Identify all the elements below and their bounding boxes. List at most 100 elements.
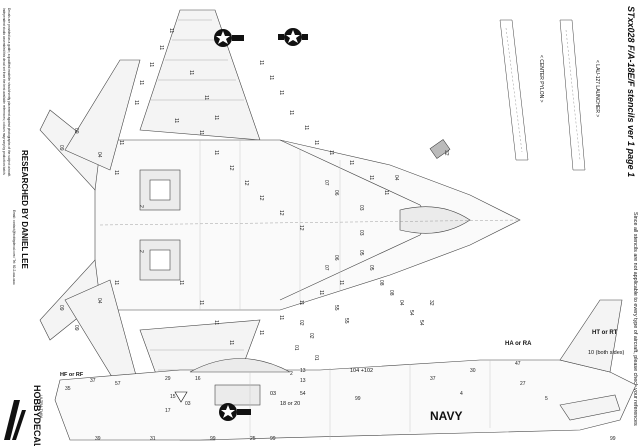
side-stencil-number: 35: [65, 386, 71, 392]
stencil-number: 11: [228, 340, 234, 345]
stencil-number: 11: [113, 170, 119, 175]
center-pylon-label: < CENTER PYLON >: [538, 55, 544, 103]
stencil-number: 11: [213, 320, 219, 325]
stencil-number: 55: [343, 318, 349, 324]
stencil-number: 08: [378, 280, 384, 286]
stencil-number: 05: [368, 265, 374, 271]
side-stencil-number: 57: [115, 381, 121, 387]
stencil-number: 02: [298, 320, 304, 326]
fine-print-1: Independent studio assembled this decal …: [2, 8, 6, 175]
stencil-number: 54: [418, 320, 424, 326]
left-credits: RESEARCHED BY DANIEL LEE Independent stu…: [2, 8, 29, 285]
side-stencil-number: 4: [460, 391, 463, 397]
side-stencil-number: 17: [165, 408, 171, 414]
stencil-number: 06: [333, 255, 339, 261]
hatched-panel: [429, 139, 451, 159]
side-stencil-number: 03: [185, 401, 191, 407]
stencil-number: 01: [293, 345, 299, 351]
side-stencil-number: 13: [300, 368, 306, 374]
stencil-number: 11: [173, 118, 179, 123]
stencil-number: 07: [323, 180, 329, 186]
side-stencil-number: 99: [270, 436, 276, 442]
brand-mark-icon: [4, 400, 20, 440]
stencil-number: 11: [168, 28, 174, 33]
stencil-number: 11: [318, 290, 324, 295]
callout-ht-rt: HT or RT: [592, 330, 618, 336]
stencil-number: 32: [428, 300, 434, 306]
side-stencil-number: 25: [250, 436, 256, 442]
stencil-number: 11: [198, 130, 204, 135]
stencil-number: 04: [398, 300, 404, 306]
stencil-number: 11: [268, 75, 274, 80]
side-stencil-number: 99: [610, 436, 616, 442]
stencil-number: 09: [73, 325, 79, 331]
stencil-number: 11: [348, 160, 354, 165]
stencil-number: 12: [278, 210, 284, 216]
brand-logo: HOBBYDECAL ULTRA THIN: [4, 385, 44, 446]
side-stencil-number: 29: [165, 376, 171, 382]
stencil-number: 08: [388, 290, 394, 296]
side-stencil-number: 99: [210, 436, 216, 442]
stencil-number: 05: [358, 250, 364, 256]
stencil-number: 11: [213, 115, 219, 120]
stencil-number: 11: [278, 90, 284, 95]
stencil-number: 11: [198, 300, 204, 305]
side-stencil-number: 2: [290, 371, 293, 377]
stencil-number: 11: [303, 125, 309, 130]
stencil-number: 11: [278, 315, 284, 320]
lau-launcher-label: < LAU-127 LAUNCHER >: [594, 60, 600, 117]
callout-ha-ra: HA or RA: [505, 341, 532, 347]
stencil-number: 11: [118, 140, 124, 145]
stencil-number: 55: [333, 305, 339, 311]
callout-03: 03: [270, 391, 276, 397]
side-stencil-number: 30: [470, 368, 476, 374]
stencil-number: 11: [178, 280, 184, 285]
stencil-number: 02: [308, 333, 314, 339]
stencil-number: 11: [338, 280, 344, 285]
stencil-number: 54: [408, 310, 414, 316]
stencil-number: 11: [298, 300, 304, 305]
stencil-number: 04: [393, 175, 399, 181]
sheet-header: STxx028 F/A-18E/F stencils ver 1 page 1 …: [626, 6, 638, 426]
stencil-number: 11: [313, 140, 319, 145]
side-stencil-number: 13: [300, 378, 306, 384]
callout-both-sides: 10 (both sides): [588, 350, 625, 356]
stencil-number: 11: [383, 190, 389, 195]
stencil-number: 11: [258, 330, 264, 335]
star-roundel-lower: [278, 28, 308, 46]
stencil-number: 11: [288, 110, 294, 115]
lau-launcher-detail: < LAU-127 LAUNCHER >: [559, 19, 600, 171]
side-stencil-number: 37: [430, 376, 436, 382]
side-stencil-number: 5: [545, 396, 548, 402]
stencil-number: 12: [243, 180, 249, 186]
stencil-number: 11: [258, 60, 264, 65]
side-stencil-number: 37: [90, 378, 96, 384]
side-stencil-number: 39: [95, 436, 101, 442]
stencil-number: 01: [313, 355, 319, 361]
side-callouts: HA or RA HT or RT 10 (both sides) HF or …: [60, 330, 625, 407]
side-stencil-number: 27: [520, 381, 526, 387]
side-stencil-number: 16: [195, 376, 201, 382]
stencil-number: 11: [368, 175, 374, 180]
stencil-number: 04: [96, 152, 102, 158]
callout-hf-rf: HF or RF: [60, 372, 84, 378]
stencil-number: 03: [358, 205, 364, 211]
stencil-number: 11: [133, 100, 139, 105]
side-stencil-number: 31: [150, 436, 156, 442]
callout-104-102: 104 +102: [350, 368, 373, 374]
side-stencil-number: 47: [515, 361, 521, 367]
stencil-number: 11: [213, 150, 219, 155]
brand-sub: ULTRA THIN: [39, 395, 44, 418]
stencil-number: 11: [138, 80, 144, 85]
stencil-number: 03: [358, 230, 364, 236]
stencil-number: 2: [138, 205, 144, 208]
navy-marking: NAVY: [430, 409, 462, 423]
star-roundel-upper: [214, 29, 244, 47]
sheet-disclaimer: Since all stencils are not applicable to…: [632, 212, 638, 426]
stencil-number: 12: [298, 225, 304, 231]
side-stencil-number: 54: [300, 391, 306, 397]
stencil-number: 09: [58, 145, 64, 151]
stencil-number: 2: [138, 250, 144, 253]
